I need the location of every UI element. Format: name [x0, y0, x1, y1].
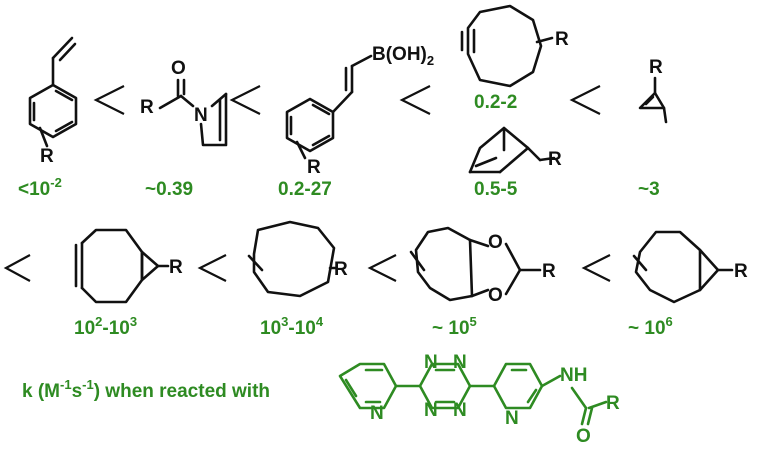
less-than-8: [581, 254, 611, 282]
dioxolane-oxygen-2: O: [488, 285, 503, 306]
dioxolane-oxygen-1: O: [488, 232, 503, 253]
styrene-rate: <10-2: [18, 175, 62, 200]
tetrazine-structure: N N N N N N NH O R: [338, 352, 620, 447]
dioxolane-substituent: R: [542, 261, 556, 282]
azetine-nitrogen: N: [194, 105, 208, 126]
dioxolane-rate: ~ 105: [432, 314, 477, 339]
cyclooctyne-structure: R: [460, 4, 569, 88]
azetine-rate: ~0.39: [145, 179, 193, 200]
bcn-rate: 102-103: [74, 314, 137, 339]
amide-oxygen: O: [576, 426, 591, 447]
less-than-4: [569, 85, 601, 115]
less-than-7: [367, 254, 397, 282]
tetrazine-n2: N: [453, 352, 467, 373]
cyclooctyne-substituent: R: [555, 29, 569, 50]
cp-tco-structure: R: [632, 230, 748, 304]
azetine-oxygen: O: [171, 58, 186, 79]
tco-rate: 103-104: [260, 314, 324, 339]
bcn-structure: R: [74, 228, 183, 304]
vinylboronic-acid-structure: B(OH)2 R: [285, 44, 434, 178]
tco-substituent: R: [334, 259, 348, 280]
less-than-1: [93, 85, 125, 115]
boronic-group: B(OH)2: [372, 44, 434, 68]
bcn-substituent: R: [169, 257, 183, 278]
cp-tco-rate: ~ 106: [628, 314, 673, 339]
pyridine-nitrogen-right: N: [505, 408, 519, 429]
tetrazine-n1: N: [424, 352, 438, 373]
azetine-substituent: R: [140, 97, 154, 118]
azetine-amide-structure: O R N: [140, 58, 228, 147]
rate-caption: k (M-1s-1) when reacted with: [22, 377, 270, 402]
less-than-2: [229, 85, 261, 115]
styrene-substituent: R: [40, 146, 54, 167]
less-than-5: [3, 254, 31, 282]
cyclopropene-rate: ~3: [638, 179, 660, 200]
less-than-3: [399, 85, 431, 115]
norbornene-substituent: R: [548, 149, 562, 170]
vinylboronic-rate: 0.2-27: [278, 179, 332, 200]
pyridine-nitrogen-left: N: [370, 403, 384, 424]
cp-tco-substituent: R: [734, 261, 748, 282]
amide-substituent: R: [606, 393, 620, 414]
styrene-structure: R: [28, 36, 78, 167]
norbornene-structure: R: [468, 126, 562, 174]
dioxolane-tco-structure: O O R: [409, 226, 556, 306]
cyclooctyne-rate: 0.2-2: [474, 92, 517, 113]
tetrazine-n4: N: [453, 400, 467, 421]
cyclopropene-substituent: R: [649, 57, 663, 78]
cyclopropene-structure: R: [638, 57, 668, 124]
less-than-6: [197, 254, 227, 282]
vinylboronic-substituent: R: [307, 157, 321, 178]
norbornene-rate: 0.5-5: [474, 179, 518, 200]
tetrazine-n3: N: [424, 400, 438, 421]
amide-nh: NH: [560, 365, 587, 386]
tco-structure: R: [247, 220, 348, 298]
